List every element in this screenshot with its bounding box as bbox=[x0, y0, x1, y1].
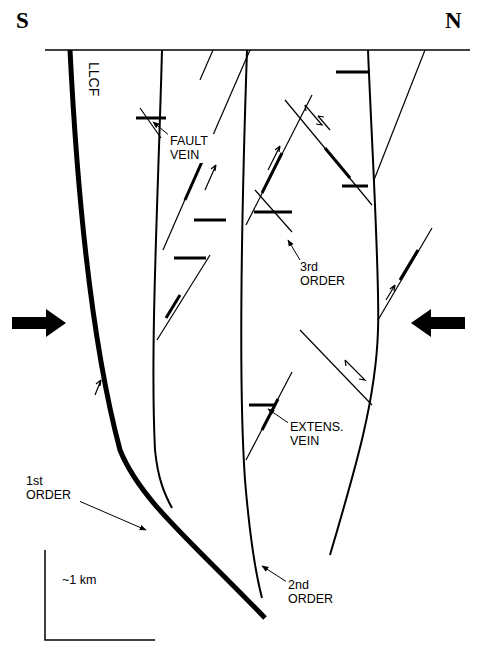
callout-label: 1st ORDER bbox=[24, 474, 80, 503]
splay-faults bbox=[140, 50, 432, 460]
compression-arrow bbox=[411, 309, 465, 337]
fault-line bbox=[241, 50, 262, 598]
callout-label: 3rd ORDER bbox=[298, 260, 354, 289]
fault-line bbox=[330, 50, 378, 555]
callout-label: FAULT VEIN bbox=[168, 134, 220, 163]
fault-vein-segment bbox=[166, 148, 418, 430]
callout-label: 2nd ORDER bbox=[286, 578, 342, 607]
callout-label: EXTENS. VEIN bbox=[288, 420, 350, 449]
surface-line bbox=[45, 49, 470, 51]
scale-label: ~1 km bbox=[60, 573, 98, 587]
compass-label: N bbox=[443, 8, 464, 34]
compass-label: S bbox=[14, 8, 31, 34]
compression-arrow bbox=[12, 309, 66, 337]
slip-arrow bbox=[95, 105, 395, 395]
leader-line bbox=[72, 122, 300, 582]
fault-name: LLCF bbox=[86, 60, 102, 98]
scale-bar bbox=[45, 550, 155, 640]
extension-vein bbox=[136, 72, 370, 405]
llcf-fault bbox=[70, 50, 265, 618]
